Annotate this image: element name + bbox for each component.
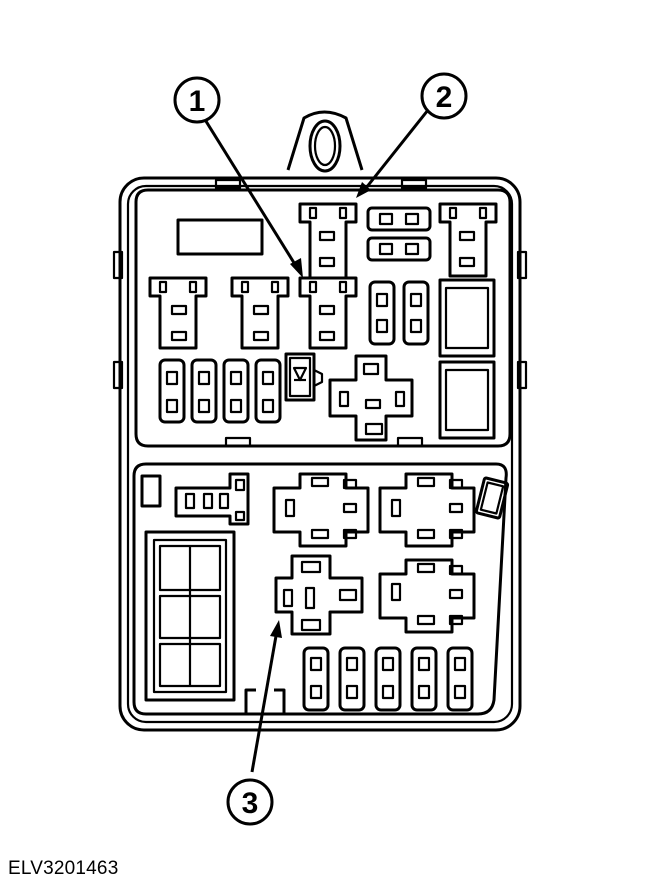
callout-1: 1	[173, 76, 221, 124]
maxi-fuse	[438, 360, 496, 440]
mounting-tab	[286, 110, 364, 173]
callout-2: 2	[420, 72, 468, 120]
bottom-slot	[244, 688, 286, 714]
diode-module	[284, 352, 324, 402]
lower-compartment	[132, 462, 510, 716]
callout-3: 3	[226, 778, 274, 826]
callout-3-label: 3	[242, 787, 259, 820]
maxi-fuse-block	[144, 530, 236, 702]
fuse-vertical	[368, 280, 396, 346]
relay-small	[298, 276, 358, 350]
relay-small	[230, 276, 290, 350]
leader-line-1	[202, 117, 303, 278]
fuse-vertical	[374, 646, 402, 712]
maxi-fuse	[438, 278, 496, 358]
relay-large	[378, 558, 476, 634]
callout-1-label: 1	[189, 85, 206, 118]
leader-line-2	[356, 109, 430, 198]
fuse-vertical	[402, 280, 430, 346]
fuse-vertical	[338, 646, 366, 712]
fuse-vertical	[446, 646, 474, 712]
relay-large	[328, 354, 414, 442]
fuse-vertical	[254, 358, 282, 424]
reference-code: ELV3201463	[8, 858, 119, 879]
fuse-vertical	[190, 358, 218, 424]
fuse-box-housing	[112, 176, 528, 732]
relay-small	[438, 202, 498, 278]
relay-small	[298, 202, 358, 280]
fuse-vertical	[222, 358, 250, 424]
relay-small	[148, 276, 208, 350]
relay-large	[378, 472, 476, 548]
small-slot	[140, 474, 162, 508]
fuse-horizontal	[366, 236, 432, 262]
callout-2-label: 2	[436, 81, 453, 114]
relay-connector	[174, 472, 250, 526]
upper-compartment	[134, 188, 512, 448]
relay-tilted	[474, 476, 510, 520]
fuse-horizontal	[366, 206, 432, 232]
leader-line-3	[250, 620, 282, 773]
fuse-vertical	[158, 358, 186, 424]
relay-large	[274, 554, 364, 636]
fuse-vertical	[302, 646, 330, 712]
label-plate	[176, 218, 264, 256]
fuse-vertical	[410, 646, 438, 712]
relay-large	[272, 472, 370, 548]
